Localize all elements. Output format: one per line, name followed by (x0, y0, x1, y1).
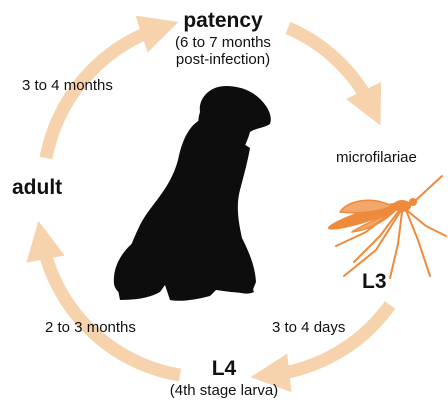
stage-l4-subtitle: (4th stage larva) (144, 383, 304, 399)
mosquito-icon (326, 176, 446, 278)
stage-adult-title: adult (12, 177, 62, 199)
stage-microfilariae-title: microfilariae (336, 150, 417, 166)
stage-patency-detail-1: (6 to 7 months (148, 35, 298, 51)
arrow-patency-to-microfilariae (288, 28, 372, 108)
stage-l4-title: L4 (200, 358, 248, 380)
stage-patency-detail-2: post-infection) (148, 52, 298, 68)
stage-patency-title: patency (168, 10, 278, 32)
duration-l4-to-adult: 2 to 3 months (45, 320, 136, 336)
duration-adult-to-patency: 3 to 4 months (22, 78, 113, 94)
arrow-l3-to-l4 (270, 305, 390, 375)
stage-l3-title: L3 (362, 271, 387, 293)
duration-l3-to-l4: 3 to 4 days (272, 320, 345, 336)
dog-silhouette-icon (114, 86, 271, 301)
